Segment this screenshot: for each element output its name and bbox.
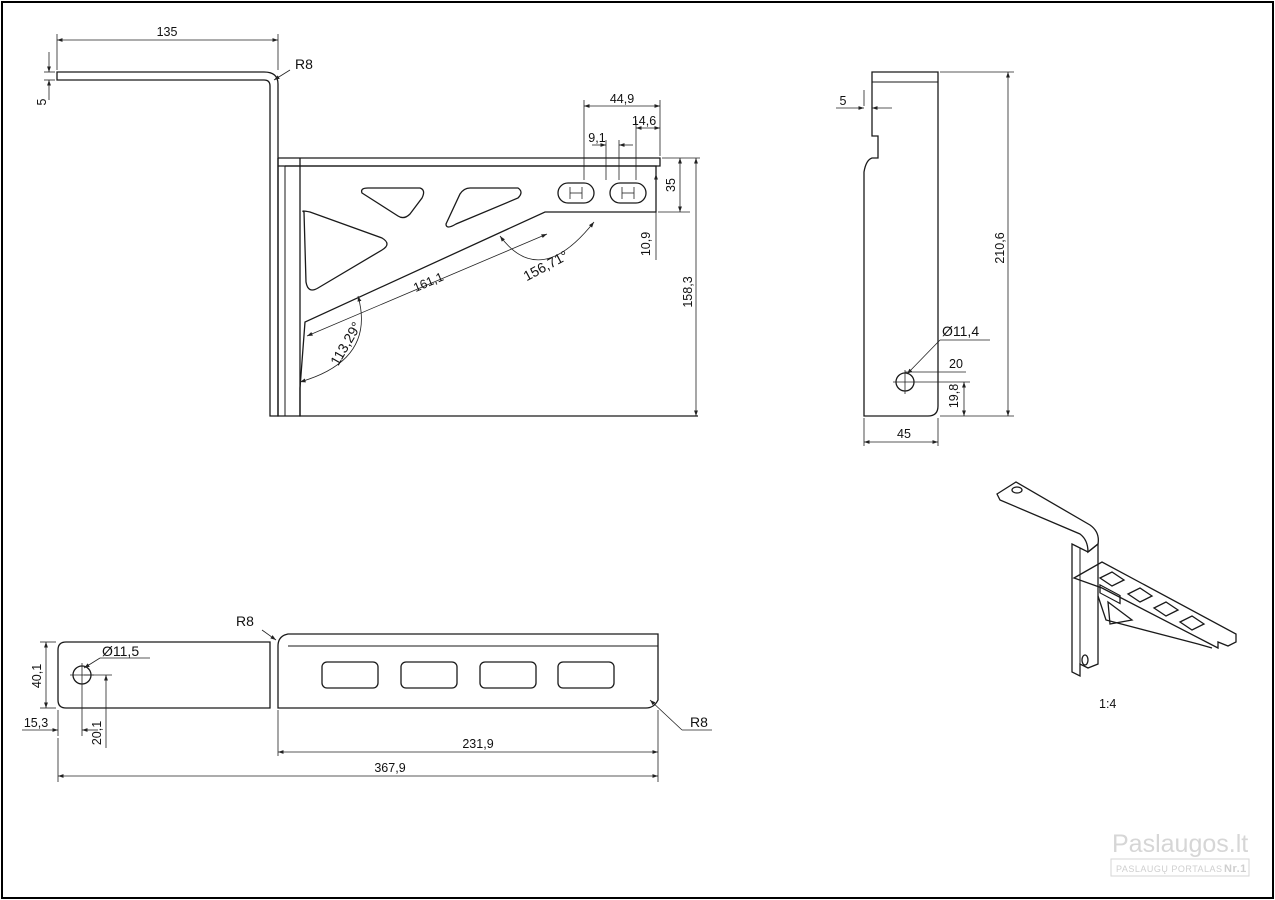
slot-height-dim: 35 — [664, 178, 678, 192]
iso-slot-d — [1178, 615, 1206, 631]
iso-upright — [1071, 542, 1099, 678]
slot-right — [609, 182, 647, 204]
front-view: 44,9 9,1 14,6 35 10,9 158,3 161,1 156,71… — [277, 92, 700, 417]
watermark: Paslaugos.lt PASLAUGŲ PORTALAS Nr.1 — [1110, 830, 1250, 877]
top-flange — [278, 157, 661, 167]
plan-hole-offset-dim: 20,1 — [90, 721, 104, 745]
side-thickness-dim: 5 — [840, 94, 847, 108]
iso-slot-a — [1098, 571, 1126, 587]
slot-end-dim: 14,6 — [632, 114, 656, 128]
slot-span-dim: 44,9 — [610, 92, 634, 106]
iso-slot-1 — [1099, 583, 1121, 605]
iso-top-hole — [1011, 486, 1023, 494]
side-hole-vertical-dim: 19,8 — [947, 384, 961, 408]
plan-edge-offset-dim: 15,3 — [24, 716, 48, 730]
side-width-dim: 45 — [897, 427, 911, 441]
cutout-triangle-mid — [360, 187, 425, 219]
slot-left — [557, 182, 595, 204]
iso-slot-b — [1126, 587, 1154, 603]
plan-arm-length-dim: 231,9 — [462, 737, 493, 751]
slot-offset-dim: 10,9 — [639, 232, 653, 256]
plan-view: R8 Ø11,5 40,1 15,3 20,1 231,9 367,9 R8 — [22, 613, 712, 782]
iso-brace — [1107, 600, 1134, 625]
watermark-band — [1110, 858, 1250, 877]
plan-width-dim: 40,1 — [30, 664, 44, 688]
top-thickness-dim: 5 — [35, 98, 49, 105]
plan-slot-2 — [400, 661, 458, 689]
iso-arm — [1072, 561, 1237, 650]
plan-hole-diameter: Ø11,5 — [102, 643, 139, 659]
cutout-triangle-right — [445, 187, 522, 228]
top-width-dim: 135 — [157, 25, 178, 39]
overall-height-dim: 158,3 — [681, 276, 695, 307]
watermark-badge: Nr.1 — [1224, 863, 1247, 875]
iso-slot-c — [1152, 601, 1180, 617]
side-hole-horizontal-dim: 20 — [949, 357, 963, 371]
strut-length-dim: 161,1 — [411, 270, 445, 295]
plan-bend-radius-right: R8 — [690, 714, 708, 730]
plan-bend-radius-left: R8 — [236, 613, 254, 629]
iso-strut — [1097, 595, 1213, 649]
side-hole-diameter: Ø11,4 — [942, 323, 979, 339]
top-view-profile — [56, 71, 279, 417]
iso-top-leg — [996, 481, 1099, 554]
plan-slot-3 — [479, 661, 537, 689]
slot-pitch-dim: 9,1 — [588, 131, 605, 145]
plan-arm — [277, 633, 659, 709]
watermark-brand: Paslaugos.lt — [1112, 830, 1248, 858]
watermark-tagline: PASLAUGŲ PORTALAS — [1116, 864, 1223, 874]
side-profile — [863, 71, 939, 417]
back-plate — [277, 158, 301, 417]
upper-angle-dim: 156,71° — [521, 247, 571, 284]
isometric-view: 1:4 — [996, 481, 1237, 711]
iso-upright-hole — [1081, 654, 1089, 666]
side-height-dim: 210,6 — [993, 232, 1007, 263]
top-view: 135 5 R8 — [35, 25, 313, 417]
plan-slot-4 — [557, 661, 615, 689]
lower-angle-dim: 113,29° — [327, 319, 365, 368]
plan-slot-1 — [321, 661, 379, 689]
cutout-triangle-large — [302, 210, 388, 291]
side-view: 5 210,6 Ø11,4 20 19,8 45 — [836, 71, 1014, 446]
top-bend-radius: R8 — [295, 56, 313, 72]
iso-scale-label: 1:4 — [1099, 697, 1116, 711]
plan-overall-length-dim: 367,9 — [374, 761, 405, 775]
